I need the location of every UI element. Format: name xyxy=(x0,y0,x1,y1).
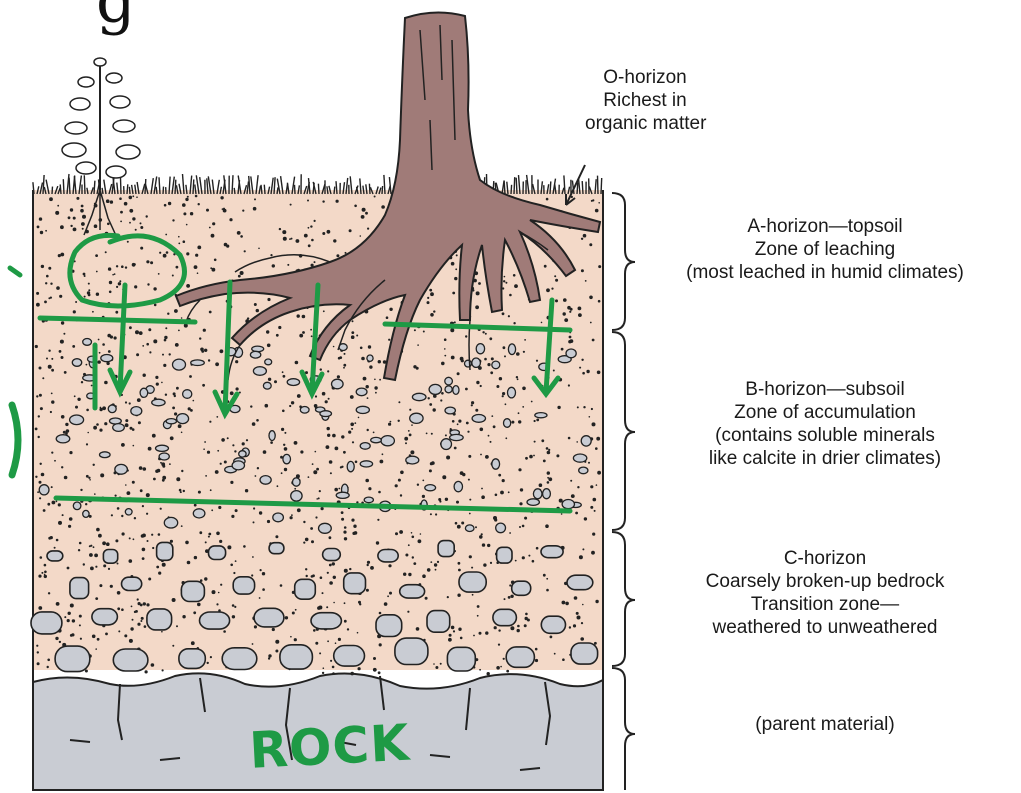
o-horizon-line-2: Richest in xyxy=(585,89,705,112)
a-horizon-line-3: (most leached in humid climates) xyxy=(640,261,1010,284)
a-horizon-label: A-horizon—topsoil Zone of leaching (most… xyxy=(640,215,1010,284)
horizon-braces xyxy=(612,193,635,790)
o-horizon-title: O-horizon xyxy=(585,66,705,89)
c-horizon-line-3: Transition zone— xyxy=(640,593,1010,616)
b-horizon-line-4: like calcite in drier climates) xyxy=(640,447,1010,470)
a-horizon-title: A-horizon—topsoil xyxy=(640,215,1010,238)
parent-material-label: (parent material) xyxy=(640,713,1010,736)
c-horizon-line-2: Coarsely broken-up bedrock xyxy=(640,570,1010,593)
b-horizon-title: B-horizon—subsoil xyxy=(640,378,1010,401)
c-horizon-label: C-horizon Coarsely broken-up bedrock Tra… xyxy=(640,547,1010,639)
o-horizon-line-3: organic matter xyxy=(585,112,705,135)
c-horizon-line-4: weathered to unweathered xyxy=(640,616,1010,639)
c-horizon-title: C-horizon xyxy=(640,547,1010,570)
parent-material-text: (parent material) xyxy=(640,713,1010,736)
o-horizon-label: O-horizon Richest in organic matter xyxy=(585,66,705,135)
rock-annotation: ROCK xyxy=(248,714,411,780)
b-horizon-line-3: (contains soluble minerals xyxy=(640,424,1010,447)
a-horizon-line-2: Zone of leaching xyxy=(640,238,1010,261)
b-horizon-line-2: Zone of accumulation xyxy=(640,401,1010,424)
b-horizon-label: B-horizon—subsoil Zone of accumulation (… xyxy=(640,378,1010,470)
